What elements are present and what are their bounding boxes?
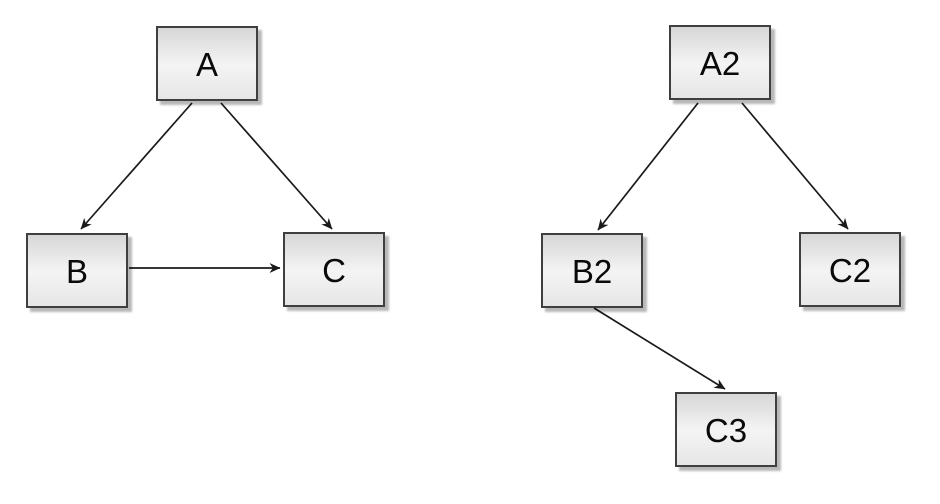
node-c2[interactable]: C2	[799, 232, 901, 307]
node-a2-label: A2	[699, 45, 741, 82]
node-c-label: C	[322, 252, 346, 289]
edge-a2-to-c2[interactable]	[741, 102, 849, 230]
node-c[interactable]: C	[283, 232, 385, 307]
node-b2[interactable]: B2	[541, 233, 643, 308]
node-a[interactable]: A	[156, 26, 258, 101]
edge-a-to-c[interactable]	[220, 102, 333, 230]
node-a2[interactable]: A2	[669, 25, 771, 100]
node-b2-label: B2	[571, 253, 613, 290]
edge-a-to-b[interactable]	[80, 102, 193, 230]
edge-a2-to-b2[interactable]	[597, 102, 699, 231]
node-c3[interactable]: C3	[675, 392, 777, 467]
node-c3-label: C3	[704, 412, 748, 449]
edge-b2-to-c3[interactable]	[593, 307, 726, 390]
node-b-label: B	[65, 253, 88, 290]
node-a-label: A	[195, 46, 218, 83]
node-c2-label: C2	[828, 252, 872, 289]
node-b[interactable]: B	[26, 233, 128, 308]
